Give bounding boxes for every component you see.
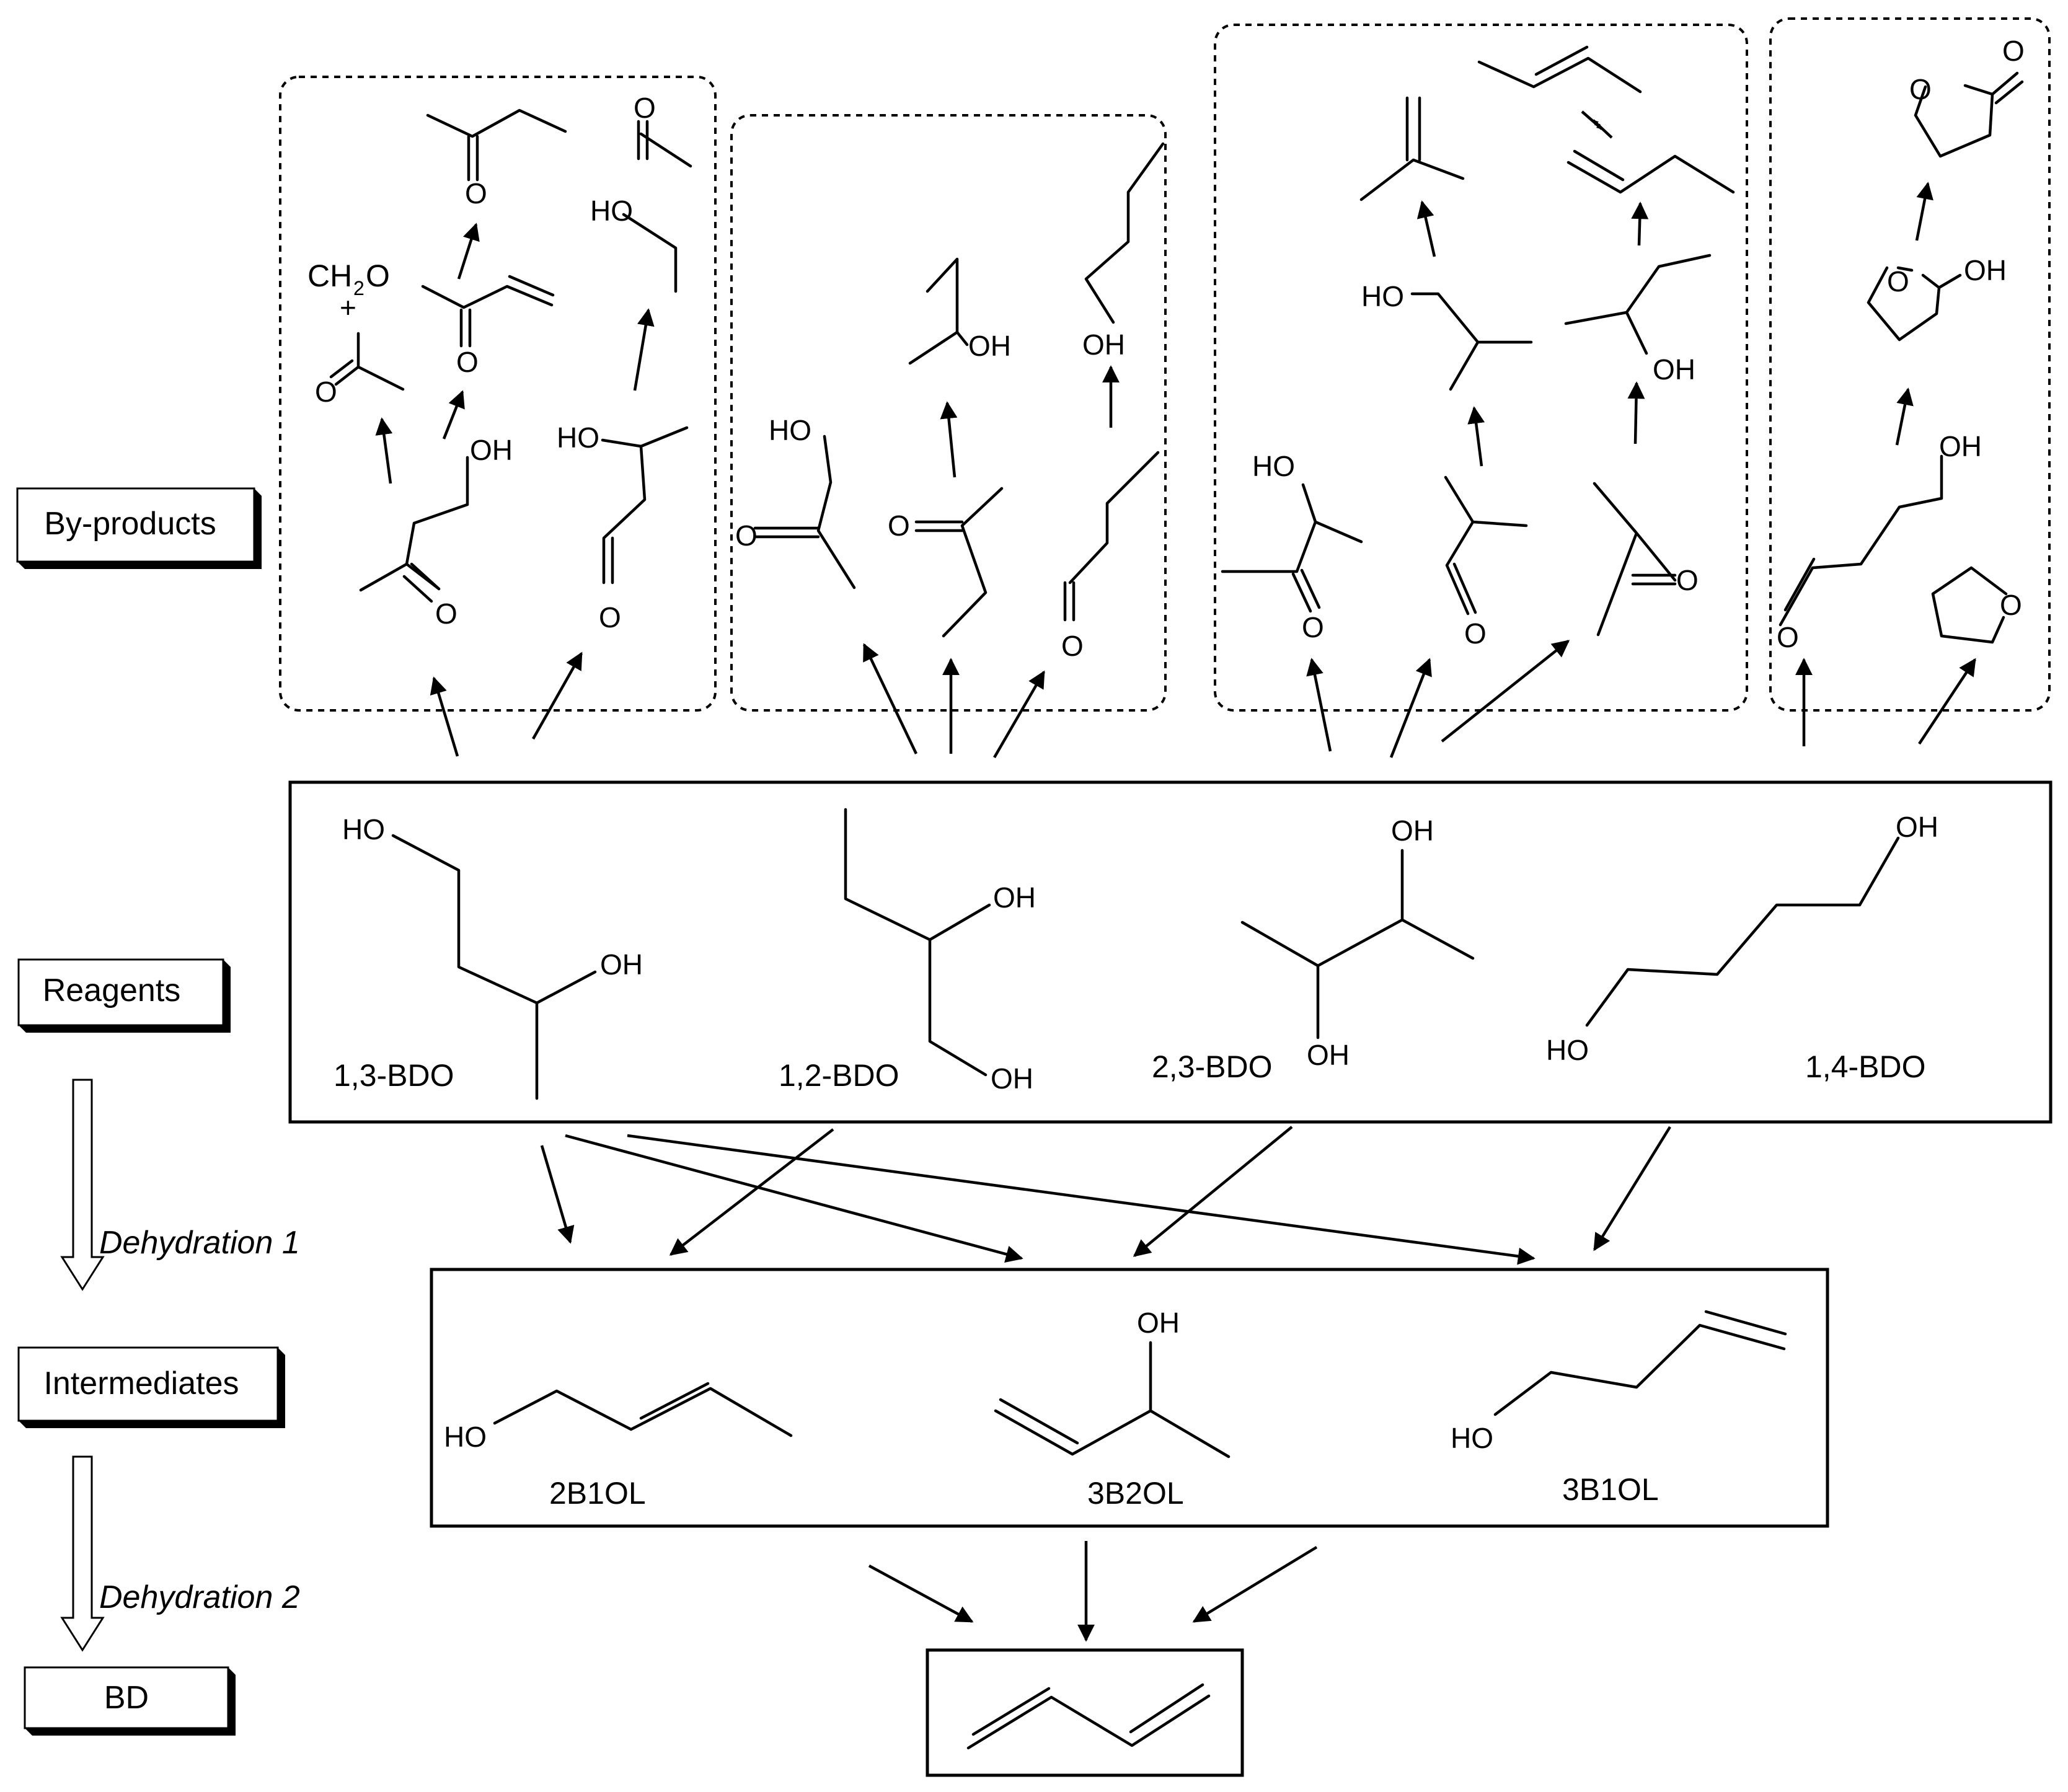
byproducts-13bdo: O OH HO O O + CH 2 O O O HO O [307, 92, 692, 633]
molecule-3b1ol: HO 3B1OL [1451, 1310, 1787, 1507]
reagent-13bdo-label: 1,3-BDO [334, 1058, 454, 1093]
atom-o: O [315, 376, 337, 408]
atom-oh: OH [993, 881, 1036, 914]
atom-o: O [634, 92, 656, 124]
atom-o: O [888, 510, 910, 542]
atom-o: O [435, 598, 457, 630]
byproducts-13bdo-box [279, 76, 717, 712]
molecule-13bdo: HO OH 1,3-BDO [334, 813, 643, 1100]
atom-oh: OH [1653, 353, 1695, 386]
atom-oh: OH [991, 1062, 1033, 1095]
atom-ho: HO [557, 422, 599, 454]
atom-oh: OH [1896, 811, 1938, 843]
stage-label-reagents: Reagents [17, 958, 231, 1033]
stage-label-intermediates: Intermediates [17, 1346, 285, 1428]
atom-ho: HO [1252, 450, 1295, 482]
molecule-2b1ol: HO 2B1OL [444, 1382, 793, 1511]
byproducts-23bdo: HO O O O HO OH [1221, 45, 1735, 650]
molecule-12bdo: OH OH 1,2-BDO [779, 808, 1036, 1095]
atom-ho: HO [1546, 1034, 1589, 1066]
arrows-to-byproducts [430, 640, 1976, 759]
reagents-label: Reagents [43, 973, 181, 1009]
dehydration-1-arrow [60, 1079, 105, 1291]
byproducts-14bdo-box [1769, 17, 2051, 712]
formaldehyde-sub: 2 [353, 277, 365, 299]
stage-label-byproducts: By-products [16, 487, 262, 569]
molecule-14bdo: OH HO 1,4-BDO [1546, 811, 1938, 1084]
intermediate-3b2ol-label: 3B2OL [1087, 1476, 1184, 1511]
atom-ho: HO [590, 195, 633, 227]
atom-oh: OH [1964, 254, 2007, 286]
stage-label-bd: BD [24, 1666, 236, 1736]
byproducts-12bdo: HO O O O OH OH [735, 142, 1165, 662]
atom-o: O [1302, 611, 1324, 643]
atom-ho: HO [1361, 280, 1404, 312]
atom-o: O [456, 346, 479, 378]
intermediate-2b1ol-label: 2B1OL [549, 1476, 646, 1511]
intermediates-label: Intermediates [43, 1366, 239, 1401]
atom-o: O [2000, 589, 2022, 621]
atom-oh: OH [1939, 430, 1982, 462]
molecule-butadiene [966, 1683, 1211, 1750]
molecule-3b2ol: OH 3B2OL [994, 1307, 1231, 1511]
arrows-to-bd [868, 1541, 1318, 1642]
atom-o: O [599, 601, 621, 633]
atom-oh: OH [1391, 814, 1434, 847]
atom-oh: OH [1137, 1307, 1180, 1339]
atom-oh: OH [968, 330, 1011, 362]
byproducts-14bdo: O OH O O OH O O [1777, 35, 2025, 653]
atom-oh: OH [1082, 329, 1125, 361]
byproducts-label: By-products [44, 506, 216, 542]
reagent-12bdo-label: 1,2-BDO [779, 1058, 899, 1093]
atom-ho: HO [1451, 1422, 1493, 1454]
reagents-box [288, 780, 2053, 1124]
dehydration-2-arrow [60, 1455, 105, 1652]
atom-ho: HO [444, 1421, 487, 1453]
atom-o: O [1777, 621, 1799, 653]
atom-oh: OH [470, 434, 513, 466]
dehydration-2-label: Dehydration 2 [99, 1579, 300, 1615]
atom-o: O [1676, 564, 1699, 596]
atom-o: O [1909, 73, 1932, 105]
arrows-to-intermediates [540, 1126, 1671, 1265]
atom-plus: + [340, 291, 356, 324]
dehydration-1-label: Dehydration 1 [99, 1225, 300, 1261]
bd-label: BD [104, 1680, 149, 1716]
atom-oh: OH [600, 948, 643, 981]
atom-ho: HO [342, 813, 385, 845]
intermediates-box [430, 1268, 1829, 1528]
reagent-23bdo-label: 2,3-BDO [1152, 1049, 1273, 1084]
molecule-23bdo: OH OH 2,3-BDO [1152, 814, 1475, 1084]
reagent-14bdo-label: 1,4-BDO [1805, 1049, 1926, 1084]
atom-o: O [1887, 265, 1909, 298]
atom-oh: OH [1307, 1039, 1350, 1071]
formaldehyde-o: O [366, 258, 390, 293]
atom-o: O [1464, 617, 1487, 650]
atom-o: O [735, 519, 758, 552]
intermediate-3b1ol-label: 3B1OL [1562, 1472, 1659, 1507]
formaldehyde-ch: CH [307, 258, 352, 293]
atom-o: O [465, 177, 487, 210]
atom-o: O [2002, 35, 2025, 67]
butadiene-box [926, 1648, 1244, 1777]
atom-o: O [1061, 630, 1084, 662]
atom-ho: HO [769, 414, 811, 446]
